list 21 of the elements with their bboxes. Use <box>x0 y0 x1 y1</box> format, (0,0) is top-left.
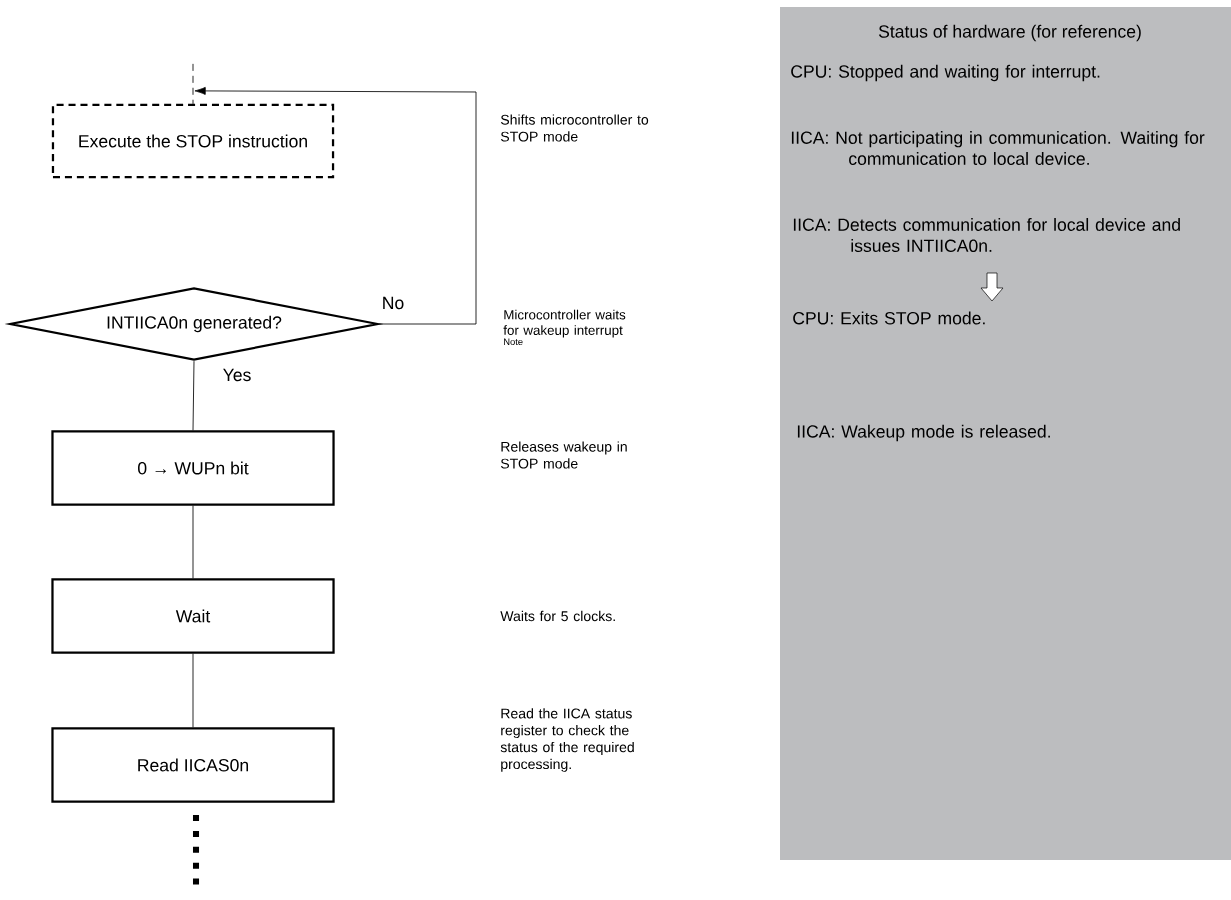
connector-line <box>192 505 194 579</box>
status-text: CPU: Stopped and waiting for interrupt. <box>791 64 1100 82</box>
annotation-text: Releases wakeup in STOP mode <box>500 441 627 469</box>
process-box: 0 → WUPn bit <box>51 430 335 506</box>
process-box: Wait <box>51 578 335 654</box>
status-text: CPU: Exits STOP mode. <box>793 311 985 325</box>
connector-line <box>192 63 194 105</box>
connector-line <box>192 360 195 431</box>
status-text: IICA: Not participating in communication. Waiting for communication to local device. <box>791 131 1205 165</box>
status-text: IICA: Wakeup mode is released. <box>797 424 1050 442</box>
annotation-text: Shifts microcontroller to STOP mode <box>500 114 649 142</box>
annotation-text: Read the IICA status register to check the status of the required processing. <box>500 708 634 772</box>
process-box: Read IICAS0n <box>51 727 335 803</box>
connector-line <box>192 653 194 728</box>
connector-line <box>194 86 477 325</box>
panel-heading: Status of hardware (for reference) <box>878 24 1141 42</box>
annotation-text: Microcontroller waits for wakeup interrupt Note <box>503 309 626 345</box>
status-text: IICA: Detects communication for local device and issues INTIICA0n. <box>793 218 1180 252</box>
edge-label: Yes <box>221 367 253 383</box>
process-box: Execute the STOP instruction <box>51 103 335 179</box>
annotation-text: Waits for 5 clocks. <box>500 610 615 622</box>
